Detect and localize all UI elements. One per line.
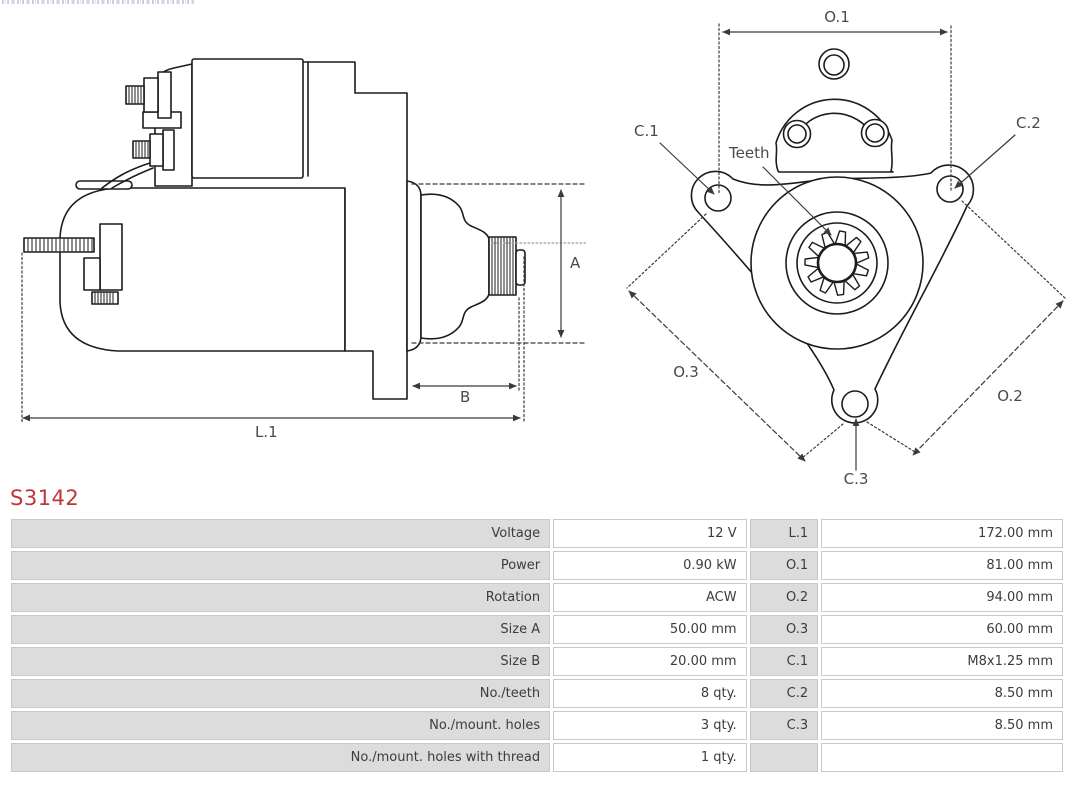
spec-label (749, 743, 819, 772)
spec-label: L.1 (749, 519, 819, 548)
spec-label: C.3 (749, 711, 819, 740)
arch-top-hole (823, 54, 845, 76)
spec-label: C.1 (749, 647, 819, 676)
spec-value: 8.50 mm (821, 711, 1063, 740)
spec-label: Size B (11, 647, 551, 676)
spec-value: 0.90 kW (553, 551, 747, 580)
technical-drawings: A B L.1 (21, 8, 1067, 488)
leader-teeth (762, 166, 832, 236)
top-arch (775, 48, 894, 173)
spec-value: 1 qty. (553, 743, 747, 772)
spec-value (821, 743, 1063, 772)
table-row: No./mount. holes with thread 1 qty. (11, 743, 1063, 772)
dim-label-c2: C.2 (1016, 114, 1041, 132)
table-row: No./mount. holes 3 qty. C.3 8.50 mm (11, 711, 1063, 740)
terminal-stud-top (125, 71, 172, 119)
spec-value: 3 qty. (553, 711, 747, 740)
dim-label-o1: O.1 (824, 8, 850, 26)
table-row: Size B 20.00 mm C.1 M8x1.25 mm (11, 647, 1063, 676)
dim-label-c3: C.3 (844, 470, 869, 488)
through-bolt (23, 223, 123, 305)
arch-right-hole (865, 123, 885, 143)
dim-label-c1: C.1 (634, 122, 659, 140)
spec-label: No./teeth (11, 679, 551, 708)
spec-value: 50.00 mm (553, 615, 747, 644)
spec-value: M8x1.25 mm (821, 647, 1063, 676)
motor-body (59, 187, 346, 352)
spec-label: O.1 (749, 551, 819, 580)
shaft-bore (816, 242, 858, 284)
spec-value: 94.00 mm (821, 583, 1063, 612)
spec-label: Voltage (11, 519, 551, 548)
product-code: S3142 (10, 486, 80, 510)
terminal-wire-2 (111, 167, 154, 189)
terminal-stud-lower (132, 129, 175, 171)
table-row: Voltage 12 V L.1 172.00 mm (11, 519, 1063, 548)
dim-o2-arrow (912, 300, 1064, 456)
spec-table: Voltage 12 V L.1 172.00 mm Power 0.90 kW… (8, 516, 1066, 775)
terminal-wire (101, 162, 151, 189)
spec-value: 172.00 mm (821, 519, 1063, 548)
starter-motor-front-view: O.1 C.1 C.2 Teeth O.3 O.2 C.3 (626, 8, 1067, 488)
spec-value: 81.00 mm (821, 551, 1063, 580)
body-seam (75, 180, 133, 190)
table-row: Rotation ACW O.2 94.00 mm (11, 583, 1063, 612)
spec-value: 60.00 mm (821, 615, 1063, 644)
leader-c1 (659, 142, 715, 195)
spec-value: ACW (553, 583, 747, 612)
spec-value: 8.50 mm (821, 679, 1063, 708)
arch-left-hole (787, 124, 807, 144)
pinion-spline (488, 236, 526, 296)
spec-value: 8 qty. (553, 679, 747, 708)
drive-end-cone (420, 193, 490, 340)
spec-label: O.3 (749, 615, 819, 644)
mounting-flange (406, 180, 422, 352)
table-row: No./teeth 8 qty. C.2 8.50 mm (11, 679, 1063, 708)
mount-hole-c3 (841, 390, 869, 418)
table-row: Power 0.90 kW O.1 81.00 mm (11, 551, 1063, 580)
mount-hole-c2 (936, 175, 964, 203)
spec-label: Rotation (11, 583, 551, 612)
dim-label-a: A (570, 254, 581, 272)
starter-motor-side-view: A B L.1 (21, 58, 587, 441)
dim-label-b: B (460, 388, 470, 406)
spec-value: 20.00 mm (553, 647, 747, 676)
leader-c2 (954, 134, 1016, 189)
drive-housing (302, 61, 408, 400)
table-row: Size A 50.00 mm O.3 60.00 mm (11, 615, 1063, 644)
spec-label: Size A (11, 615, 551, 644)
dim-o3-arrow (628, 290, 806, 462)
spec-label: No./mount. holes (11, 711, 551, 740)
aspl-partial-logo-strip-icon (2, 0, 194, 4)
dim-label-o3: O.3 (673, 363, 699, 381)
side-view-dimensions (21, 183, 587, 424)
solenoid-cap (191, 58, 304, 179)
dim-label-l1: L.1 (255, 423, 278, 441)
spec-value: 12 V (553, 519, 747, 548)
dim-label-o2: O.2 (997, 387, 1023, 405)
spec-label: O.2 (749, 583, 819, 612)
spec-label: Power (11, 551, 551, 580)
dim-label-teeth: Teeth (728, 144, 769, 162)
spec-label: No./mount. holes with thread (11, 743, 551, 772)
spec-label: C.2 (749, 679, 819, 708)
front-view-dimensions (626, 23, 1067, 471)
